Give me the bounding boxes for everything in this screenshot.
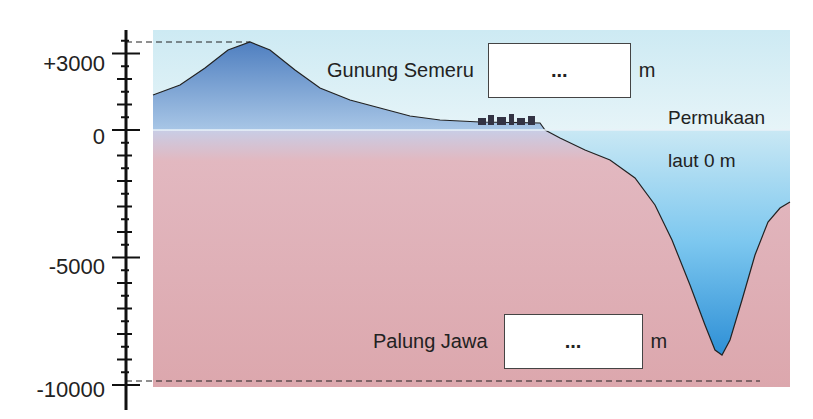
axis-tick [121,142,129,144]
axis-tick [121,167,129,169]
town [478,114,535,125]
axis-label: 0 [93,124,105,150]
axis-tick [121,320,129,322]
axis-tick [121,371,129,373]
axis-tick [121,65,129,67]
land-line [153,42,545,130]
sea-level-label: Permukaan laut 0 m [668,96,788,182]
axis-tick [121,269,129,271]
axis-tick [117,180,132,182]
axis-tick [112,129,140,131]
axis-tick [121,40,129,42]
axis-tick [121,218,129,220]
axis-tick [117,155,132,157]
axis-tick [121,91,129,93]
axis-tick [117,282,132,284]
axis-tick [117,359,132,361]
answer-box: ... [488,43,631,98]
axis-tick [112,384,140,386]
axis-tick [121,295,129,297]
axis-label: +3000 [43,51,105,77]
axis-tick [117,231,132,233]
mountain [153,42,545,130]
axis-tick [121,244,129,246]
axis-tick [121,346,129,348]
axis-tick [117,78,132,80]
trench-label: Palung Jawa [373,330,488,353]
axis-tick [117,104,132,106]
answer-node: Palung Jawa... m [373,314,667,369]
axis-label: -10000 [36,377,105,403]
axis-tick [121,116,129,118]
axis-tick [112,53,140,55]
peak-dashed-line [126,41,250,42]
axis-tick [112,257,140,259]
peak-label: Gunung Semeru [327,59,474,82]
unit-label: m [639,59,656,82]
axis-tick [121,193,129,195]
answer-box: ... [504,314,643,369]
axis-label: -5000 [49,254,105,280]
unit-label: m [651,330,668,353]
trench-dashed-line [126,380,760,381]
sea-level-line [153,129,790,131]
axis-ticks [112,41,140,385]
answer-node: Gunung Semeru... m [327,43,655,98]
axis-tick [117,308,132,310]
axis-tick [117,333,132,335]
axis-tick [117,206,132,208]
